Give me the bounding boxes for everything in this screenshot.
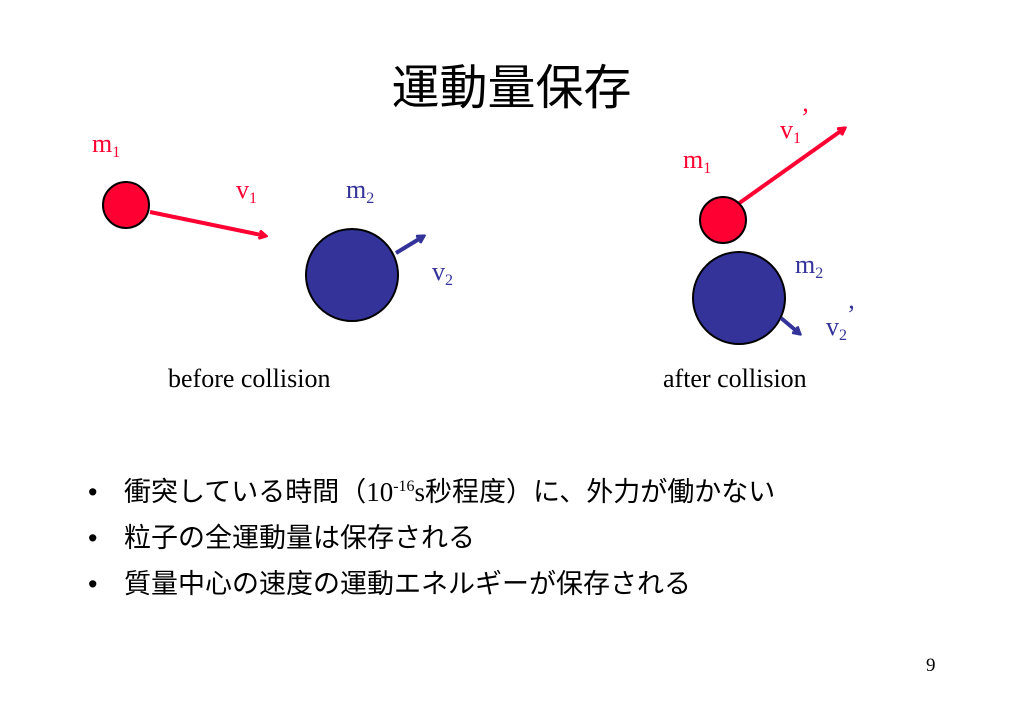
before-scene: m1 v1 m2 v2 xyxy=(92,129,453,322)
ball-m2-before xyxy=(305,228,399,322)
bullet-item: • 衝突している時間（10-16s秒程度）に、外力が働かない xyxy=(88,470,775,516)
arrow-v2-after xyxy=(779,316,800,334)
bullet-text: 粒子の全運動量は保存される xyxy=(124,523,475,554)
caption-before: before collision xyxy=(168,364,331,393)
bullet-item: • 粒子の全運動量は保存される xyxy=(88,516,775,562)
label-m2-after: m2 xyxy=(795,250,823,282)
page-number: 9 xyxy=(926,655,936,676)
bullet-list: • 衝突している時間（10-16s秒程度）に、外力が働かない • 粒子の全運動量… xyxy=(88,470,775,608)
arrow-v2-before xyxy=(394,234,424,255)
bullet-item: • 質量中心の速度の運動エネルギーが保存される xyxy=(88,562,775,608)
label-m1-before: m1 xyxy=(92,129,120,161)
label-m1-after: m1 xyxy=(683,145,711,177)
bullet-marker: • xyxy=(88,569,98,599)
label-v1-after: v1’ xyxy=(780,103,810,147)
ball-m1-before xyxy=(102,181,150,229)
arrow-v1-after xyxy=(736,128,845,206)
label-v2-after: v2’ xyxy=(826,300,856,344)
ball-m1-after xyxy=(699,196,747,244)
after-scene: v1’ m1 m2 v2’ xyxy=(683,103,856,345)
bullet-marker: • xyxy=(88,523,98,553)
bullet-marker: • xyxy=(88,477,98,507)
slide-title: 運動量保存 xyxy=(391,60,632,116)
arrow-v1-before xyxy=(149,210,266,236)
label-m2-before: m2 xyxy=(346,175,374,207)
bullet-text: 質量中心の速度の運動エネルギーが保存される xyxy=(124,569,691,600)
label-v2-before: v2 xyxy=(432,257,453,289)
bullet-text: 衝突している時間（10-16s秒程度）に、外力が働かない xyxy=(124,477,776,508)
ball-m2-after xyxy=(692,251,786,345)
caption-after: after collision xyxy=(663,364,807,393)
label-v1-before: v1 xyxy=(236,175,257,207)
